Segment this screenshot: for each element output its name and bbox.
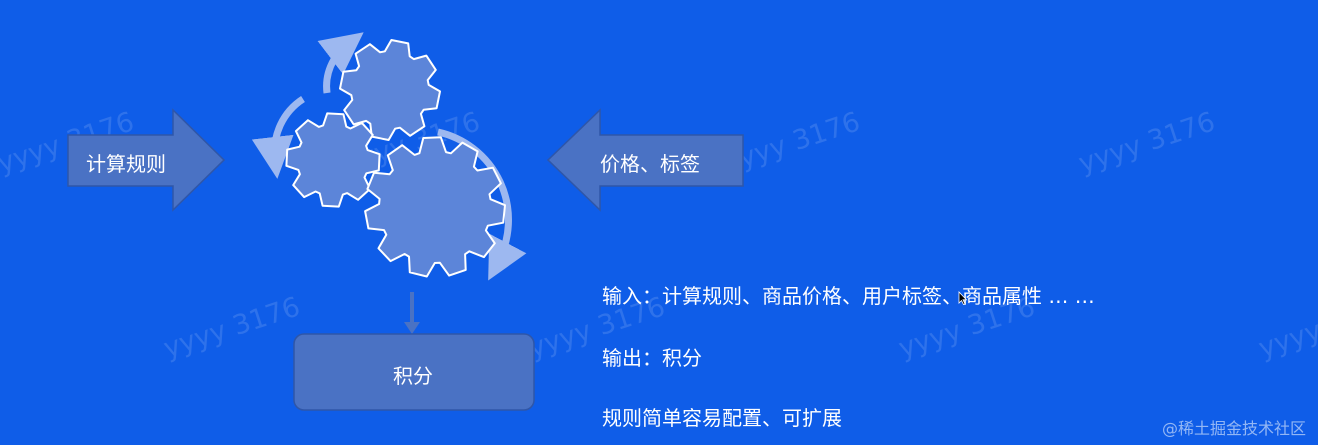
down-connector-arrow: [404, 292, 420, 334]
right-input-label: 价格、标签: [600, 152, 700, 176]
gear-icon: [364, 136, 506, 278]
mouse-cursor-icon: [958, 291, 968, 305]
cycle-arrow-icon: [251, 96, 305, 179]
gear-icon: [339, 39, 441, 141]
left-input-arrow: [67, 108, 226, 212]
gears-icon: [285, 39, 506, 278]
right-input-arrow: [546, 108, 744, 212]
cycle-arrow-icon: [317, 32, 364, 94]
feature-description: 规则简单容易配置、可扩展: [602, 406, 842, 430]
gear-icon: [285, 112, 381, 208]
input-description: 输入：计算规则、商品价格、用户标签、商品属性 … …: [602, 284, 1095, 308]
left-input-label: 计算规则: [86, 152, 166, 176]
footer-credit: @稀土掘金技术社区: [1161, 419, 1306, 438]
output-description: 输出：积分: [602, 346, 702, 370]
output-label: 积分: [393, 364, 433, 388]
output-box: [293, 333, 535, 411]
